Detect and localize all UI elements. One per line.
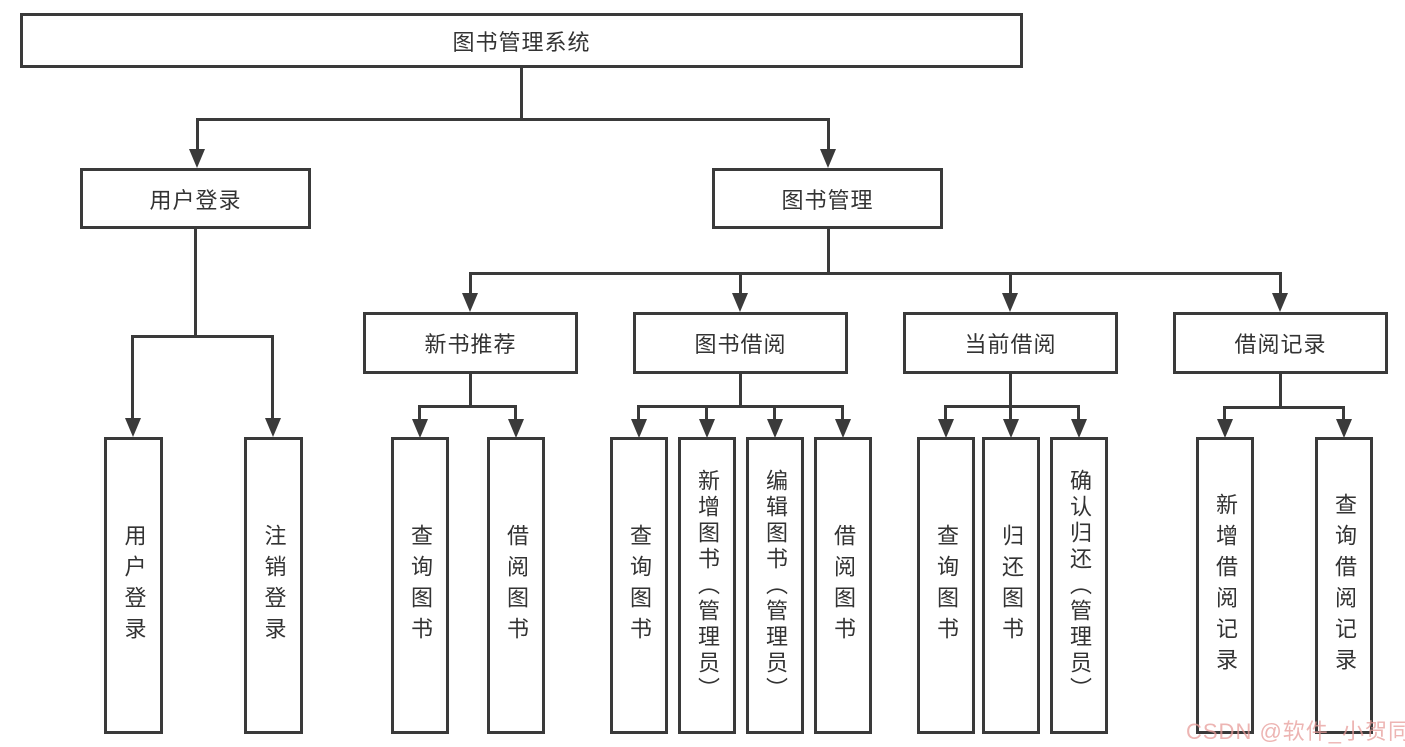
node-user-login-label: 用户登录 (149, 187, 242, 213)
arrow-down-icon (631, 419, 647, 438)
connector-leaf (1077, 405, 1080, 421)
connector-leaf (1009, 405, 1012, 421)
node-current-borrowing: 当前借阅 (903, 312, 1118, 374)
node-book-borrowing: 图书借阅 (633, 312, 848, 374)
arrow-down-icon (462, 293, 478, 312)
connector-new-book-stem (469, 374, 472, 405)
node-borrowing-records: 借阅记录 (1173, 312, 1388, 374)
leaf-query-borrow-record: 查询借阅记录 (1315, 437, 1373, 734)
connector-leaf (773, 405, 776, 421)
arrow-down-icon (125, 418, 141, 437)
connector-leaf (841, 405, 844, 421)
connector-leaf (944, 405, 947, 421)
leaf-user-login: 用户登录 (104, 437, 163, 734)
connector-book-borrow-stem (739, 374, 742, 405)
connector-book-borrow-rail (637, 405, 844, 408)
arrow-down-icon (1071, 419, 1087, 438)
arrow-down-icon (1336, 419, 1352, 438)
leaf-add-borrow-record: 新增借阅记录 (1196, 437, 1254, 734)
connector-borrow-record-rail (1223, 406, 1344, 409)
arrow-down-icon (1002, 293, 1018, 312)
leaf-return-books: 归还图书 (982, 437, 1040, 734)
connector-current-borrow-stem (1009, 374, 1012, 405)
watermark: CSDN @软件_小贺同学 (1186, 719, 1405, 744)
connector-leaf (1223, 406, 1226, 421)
node-book-borrowing-label: 图书借阅 (694, 332, 787, 357)
arrow-down-icon (189, 149, 205, 168)
connector-to-new-book (469, 272, 472, 295)
node-current-borrowing-label: 当前借阅 (964, 332, 1057, 357)
connector-leaf (514, 405, 517, 421)
arrow-down-icon (1272, 293, 1288, 312)
connector-book-management-stem (827, 229, 830, 272)
connector-leaf (1342, 406, 1345, 421)
connector-to-book-management (827, 118, 830, 151)
leaf-logout: 注销登录 (244, 437, 303, 734)
connector-to-current-borrow (1009, 272, 1012, 295)
leaf-edit-books-admin: 编辑图书（管理员） (746, 437, 804, 734)
connector-to-leaf-logout (271, 335, 274, 420)
node-root-label: 图书管理系统 (452, 29, 591, 55)
connector-new-book-rail (418, 405, 517, 408)
leaf-query-books-borrow: 查询图书 (610, 437, 668, 734)
connector-to-borrow-record (1279, 272, 1282, 295)
node-borrowing-records-label: 借阅记录 (1234, 332, 1327, 357)
arrow-down-icon (732, 293, 748, 312)
leaf-query-books-recommend: 查询图书 (391, 437, 449, 734)
arrow-down-icon (1217, 419, 1233, 438)
connector-borrow-record-stem (1279, 374, 1282, 407)
connector-to-leaf-user-login (131, 335, 134, 420)
node-root: 图书管理系统 (20, 13, 1023, 68)
connector-to-user-login (196, 118, 199, 151)
connector-user-login-rail (131, 335, 274, 338)
connector-current-borrow-rail (944, 405, 1080, 408)
connector-leaf (705, 405, 708, 421)
leaf-borrow-books: 借阅图书 (814, 437, 872, 734)
connector-root-stem (520, 68, 523, 118)
node-new-book-recommend: 新书推荐 (363, 312, 578, 374)
arrow-down-icon (1003, 419, 1019, 438)
connector-root-rail (196, 118, 830, 121)
connector-leaf (637, 405, 640, 421)
leaf-confirm-return-admin: 确认归还（管理员） (1050, 437, 1108, 734)
node-book-management-label: 图书管理 (781, 187, 874, 213)
arrow-down-icon (699, 419, 715, 438)
leaf-add-books-admin: 新增图书（管理员） (678, 437, 736, 734)
arrow-down-icon (767, 419, 783, 438)
leaf-borrow-books-recommend: 借阅图书 (487, 437, 545, 734)
leaf-query-books-current: 查询图书 (917, 437, 975, 734)
node-user-login: 用户登录 (80, 168, 311, 229)
node-book-management: 图书管理 (712, 168, 943, 229)
arrow-down-icon (938, 419, 954, 438)
node-new-book-recommend-label: 新书推荐 (424, 332, 517, 357)
connector-user-login-stem (194, 229, 197, 335)
arrow-down-icon (835, 419, 851, 438)
arrow-down-icon (820, 149, 836, 168)
connector-level2-rail (469, 272, 1282, 275)
arrow-down-icon (508, 419, 524, 438)
connector-leaf (418, 405, 421, 421)
arrow-down-icon (265, 418, 281, 437)
arrow-down-icon (412, 419, 428, 438)
connector-to-book-borrow (739, 272, 742, 295)
